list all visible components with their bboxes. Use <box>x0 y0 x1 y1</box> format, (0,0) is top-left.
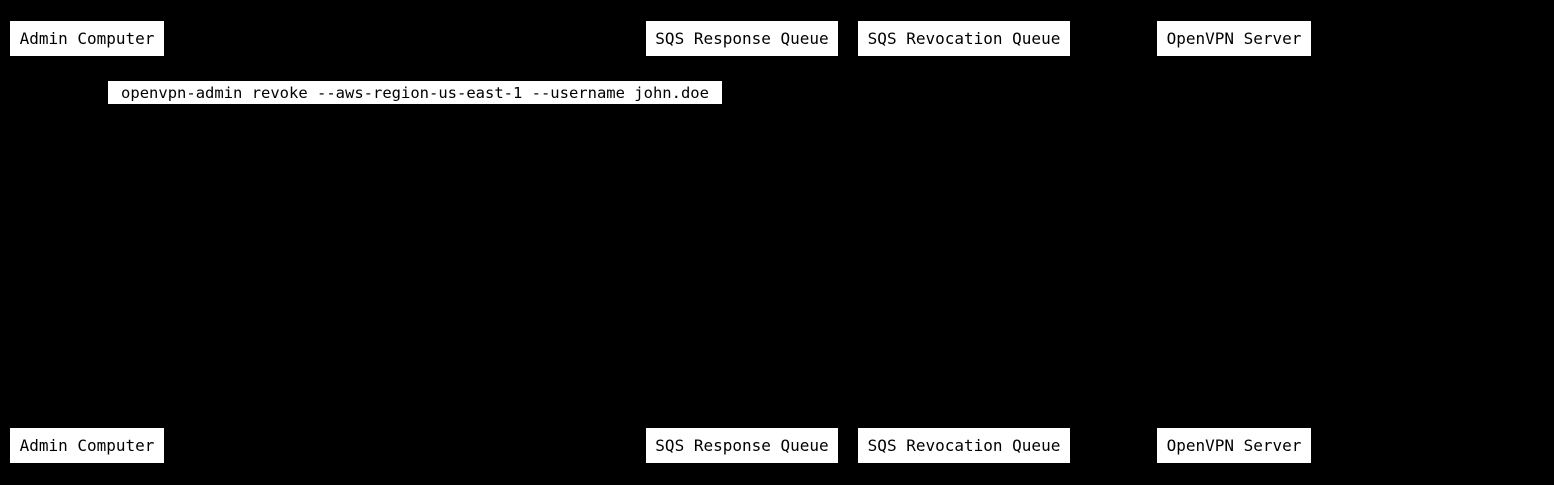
participant-sqs-response-queue-top: SQS Response Queue <box>646 21 838 56</box>
participant-admin-computer-top: Admin Computer <box>10 21 164 56</box>
lifeline-admin-computer <box>87 56 88 428</box>
lifeline-openvpn-server <box>1234 56 1235 428</box>
participant-openvpn-server-top: OpenVPN Server <box>1157 21 1311 56</box>
participant-sqs-response-queue-bottom: SQS Response Queue <box>646 428 838 463</box>
lifeline-sqs-response-queue <box>742 56 743 428</box>
participant-sqs-revocation-queue-top: SQS Revocation Queue <box>858 21 1070 56</box>
message-label-revoke-command: openvpn-admin revoke --aws-region-us-eas… <box>108 81 722 104</box>
lifeline-sqs-revocation-queue <box>964 56 965 428</box>
participant-sqs-revocation-queue-bottom: SQS Revocation Queue <box>858 428 1070 463</box>
participant-openvpn-server-bottom: OpenVPN Server <box>1157 428 1311 463</box>
participant-admin-computer-bottom: Admin Computer <box>10 428 164 463</box>
